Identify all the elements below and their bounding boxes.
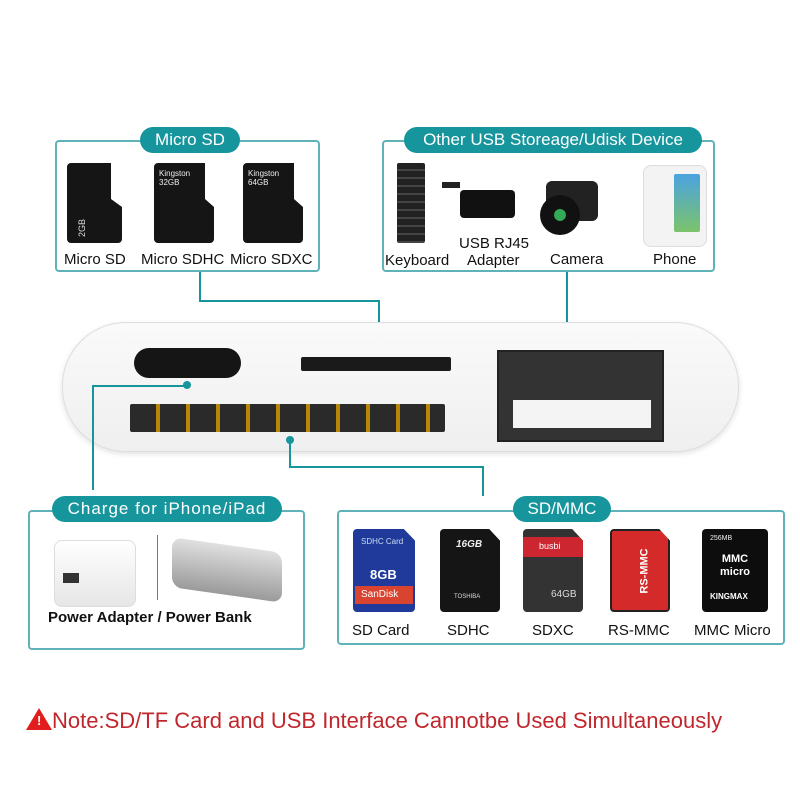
micro-sdxc-card-icon: Kingston 64GB bbox=[243, 163, 303, 243]
sd-card-label: SD Card bbox=[352, 622, 410, 639]
usb-storage-title: Other USB Storeage/Udisk Device bbox=[404, 127, 702, 153]
usb-a-port bbox=[497, 350, 664, 442]
phone-label: Phone bbox=[653, 251, 697, 268]
connector-dot bbox=[183, 381, 191, 389]
camera-label: Camera bbox=[550, 251, 604, 268]
connector-line bbox=[289, 440, 291, 468]
micro-sdhc-card-icon: Kingston 32GB bbox=[154, 163, 214, 243]
micro-sdxc-label: Micro SDXC bbox=[230, 251, 313, 268]
mmc-micro-label: MMC Micro bbox=[694, 622, 771, 639]
note-text: Note:SD/TF Card and USB Interface Cannot… bbox=[52, 708, 723, 733]
sdxc-card-icon: busbi 64GB bbox=[523, 529, 583, 612]
connector-line bbox=[566, 272, 568, 347]
rs-mmc-card-icon: RS-MMC bbox=[610, 529, 670, 612]
lightning-port bbox=[134, 348, 241, 378]
sdxc-label: SDXC bbox=[532, 622, 574, 639]
sd-mmc-title: SD/MMC bbox=[513, 496, 611, 522]
connector-line bbox=[289, 466, 484, 468]
mmc-micro-card-icon: 256MB MMC micro KINGMAX bbox=[702, 529, 768, 612]
micro-sd-title: Micro SD bbox=[140, 127, 240, 153]
usb-rj45-label2: Adapter bbox=[467, 252, 520, 269]
note: ! Note:SD/TF Card and USB Interface Cann… bbox=[26, 708, 722, 734]
keyboard-label: Keyboard bbox=[385, 252, 450, 269]
micro-sd-label: Micro SD bbox=[64, 251, 126, 268]
keyboard-icon bbox=[397, 163, 425, 243]
divider bbox=[157, 535, 158, 600]
warning-icon: ! bbox=[26, 708, 52, 730]
power-adapter-icon bbox=[54, 540, 136, 607]
connector-line bbox=[482, 466, 484, 496]
usb-rj45-label: USB RJ45 bbox=[459, 235, 530, 252]
micro-sd-slot bbox=[301, 357, 451, 371]
sdhc-label: SDHC bbox=[447, 622, 490, 639]
usb-rj45-adapter-icon bbox=[442, 182, 515, 218]
phone-icon bbox=[643, 165, 707, 247]
rs-mmc-label: RS-MMC bbox=[608, 622, 670, 639]
sdhc-card-icon: 16GB TOSHIBA bbox=[440, 529, 500, 612]
sd-card-slot bbox=[130, 404, 445, 432]
sd-card-icon: SDHC Card 8GB SanDisk bbox=[353, 529, 415, 612]
connector-line bbox=[199, 272, 201, 302]
connector-line bbox=[92, 385, 187, 387]
connector-line bbox=[92, 385, 94, 490]
connector-line bbox=[199, 300, 380, 302]
camera-icon bbox=[540, 175, 600, 235]
charge-caption: Power Adapter / Power Bank bbox=[48, 609, 252, 626]
micro-sdhc-label: Micro SDHC bbox=[141, 251, 225, 268]
charge-title: Charge for iPhone/iPad bbox=[52, 496, 282, 522]
